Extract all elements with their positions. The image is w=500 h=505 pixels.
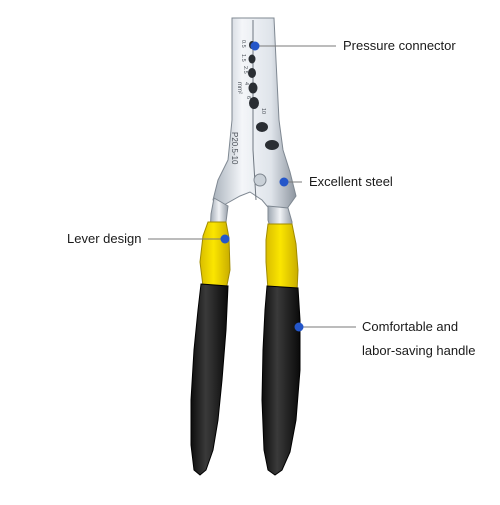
pliers-head: P20.5-10 mm² 0.5 1.5 2.5 4 6 10 <box>212 17 297 213</box>
model-marking: P20.5-10 <box>230 132 239 165</box>
callout-label-comfort-line1: Comfortable and <box>362 319 459 334</box>
left-black-handle <box>190 283 229 476</box>
callout-label-pressure: Pressure connector <box>343 38 456 53</box>
jaw-size-markings: 0.5 1.5 2.5 4 6 10 <box>240 40 266 114</box>
jaw-size-0: 0.5 <box>240 40 246 48</box>
callout-dots <box>220 41 304 332</box>
callout-dot-comfort <box>294 322 304 332</box>
unit-marking: mm² <box>236 82 242 94</box>
callout-dot-steel <box>279 177 289 187</box>
yellow-grips <box>199 221 299 296</box>
jaw-size-3: 4 <box>243 82 249 85</box>
left-yellow-grip <box>199 221 231 293</box>
callout-dot-lever <box>220 234 230 244</box>
pivot-rivet <box>253 173 267 187</box>
jaw-size-2: 2.5 <box>242 66 248 74</box>
leader-lines <box>148 45 356 328</box>
jaw-size-5: 10 <box>260 108 266 114</box>
jaw-size-1: 1.5 <box>240 54 246 62</box>
jaw-size-4: 6 <box>245 96 251 99</box>
callout-label-comfort-line2: labor-saving handle <box>362 343 476 358</box>
callout-dot-pressure <box>250 41 260 51</box>
right-yellow-grip <box>265 223 299 296</box>
callout-label-steel: Excellent steel <box>309 174 393 189</box>
callout-label-lever: Lever design <box>67 231 142 246</box>
right-black-handle <box>261 285 301 476</box>
black-handles <box>190 283 301 476</box>
